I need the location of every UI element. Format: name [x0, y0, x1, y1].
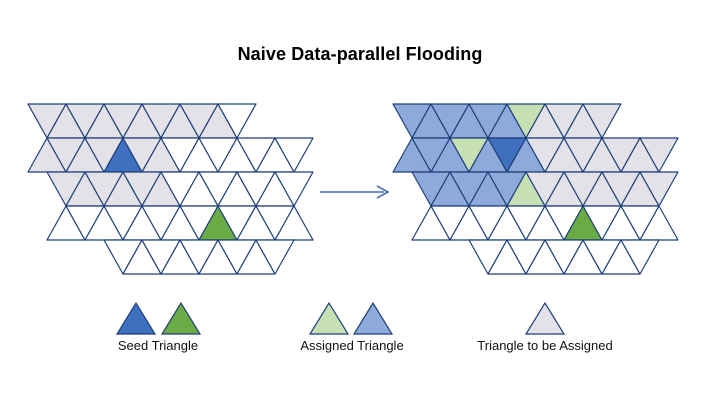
legend-seed-green-triangle: [160, 301, 202, 335]
transition-arrow: [320, 185, 390, 199]
mesh-triangle-empty: [255, 239, 295, 275]
legend-seed-label: Seed Triangle: [117, 338, 199, 353]
mesh-triangle-to-assign: [582, 103, 622, 139]
legend-seed-blue-triangle: [115, 301, 157, 335]
legend: [115, 301, 566, 335]
legend-to-assign-label: Triangle to be Assigned: [477, 338, 613, 353]
triangle-mesh-initial: [27, 103, 314, 275]
arrow-head: [376, 185, 390, 199]
mesh-triangle-empty: [274, 171, 314, 207]
mesh-triangle-empty: [217, 103, 257, 139]
mesh-triangle-empty: [274, 137, 314, 173]
triangle-mesh-after-flooding: [392, 103, 679, 275]
mesh-triangle-to-assign: [639, 171, 679, 207]
mesh-triangle-empty: [620, 239, 660, 275]
legend-to-assign-triangle: [524, 301, 566, 335]
legend-assigned-blue-triangle: [352, 301, 394, 335]
slide-title: Naive Data-parallel Flooding: [237, 44, 483, 64]
legend-assigned-green-triangle: [308, 301, 350, 335]
legend-assigned-label: Assigned Triangle: [300, 338, 404, 353]
mesh-triangle-to-assign: [639, 137, 679, 173]
